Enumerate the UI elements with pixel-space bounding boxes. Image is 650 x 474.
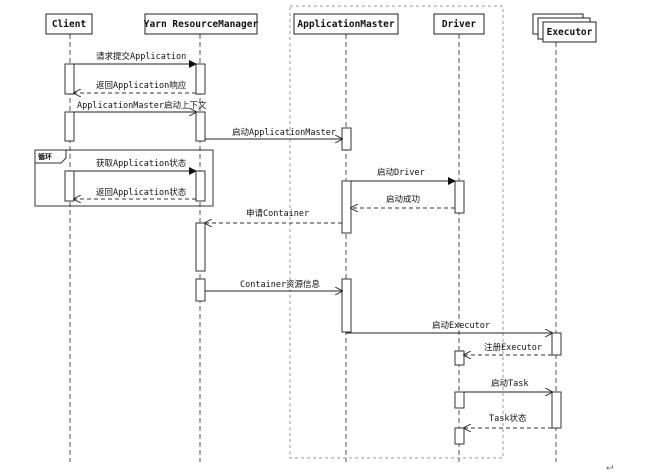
message-task-status: Task状态	[464, 413, 552, 428]
loop-frame-label: 循环	[38, 152, 52, 161]
message-container-resource-info: Container资源信息	[205, 279, 342, 291]
driver-activation-4	[454, 427, 465, 445]
executor-activation-2	[551, 391, 562, 429]
message-return-application-status-label: 返回Application状态	[96, 187, 187, 198]
driver-participant: Driver	[433, 13, 485, 35]
driver-activation-3	[454, 391, 465, 409]
message-start-executor-label: 启动Executor	[432, 320, 490, 331]
message-start-success: 启动成功	[351, 194, 455, 208]
message-start-task: 启动Task	[464, 378, 552, 392]
message-get-application-status: 获取Application状态	[74, 158, 197, 175]
yarn-rm-participant-label: Yarn ResourceManager	[144, 19, 259, 30]
message-container-resource-info-label: Container资源信息	[240, 279, 321, 290]
executor-participant-stack: E Executor	[532, 13, 597, 43]
message-start-task-label: 启动Task	[491, 378, 528, 389]
message-return-application-status: 返回Application状态	[74, 187, 196, 199]
app-master-activation-1	[341, 127, 352, 151]
message-return-application-response-label: 返回Application响应	[96, 80, 187, 91]
message-start-app-master-label: 启动ApplicationMaster	[232, 127, 336, 138]
message-request-container: 申请Container	[205, 208, 342, 223]
yarn-rm-activation-4	[195, 278, 206, 302]
message-am-start-context: ApplicationMaster启动上下文	[74, 100, 207, 112]
loop-frame: 循环	[34, 149, 214, 207]
yarn-rm-activation-3	[195, 222, 206, 272]
executor-activation-1	[551, 332, 562, 356]
driver-activation-2	[454, 350, 465, 366]
message-get-application-status-label: 获取Application状态	[96, 158, 187, 169]
yarn-rm-activation-2	[195, 111, 206, 142]
message-task-status-label: Task状态	[489, 413, 527, 424]
message-start-app-master: 启动ApplicationMaster	[205, 127, 342, 139]
yarn-rm-activation-1	[195, 63, 206, 95]
am-driver-group-frame	[289, 5, 504, 459]
message-submit-application: 请求提交Application	[74, 51, 197, 68]
message-register-executor-label: 注册Executor	[484, 342, 542, 353]
client-participant-label: Client	[52, 19, 86, 30]
message-start-executor: 启动Executor	[346, 320, 552, 333]
client-activation-2	[64, 111, 75, 142]
message-start-driver: 启动Driver	[351, 167, 456, 185]
client-activation-loop	[64, 170, 75, 202]
message-start-driver-label: 启动Driver	[377, 167, 425, 178]
app-master-activation-2	[341, 180, 352, 234]
driver-participant-label: Driver	[442, 19, 477, 30]
executor-participant-label: Executor	[547, 27, 593, 38]
message-register-executor: 注册Executor	[464, 342, 552, 355]
client-activation-1	[64, 63, 75, 95]
message-return-application-response: 返回Application响应	[74, 80, 196, 93]
client-participant: Client	[45, 13, 93, 35]
message-request-container-label: 申请Container	[246, 208, 309, 219]
message-start-success-label: 启动成功	[386, 194, 420, 205]
yarn-rm-activation-loop	[195, 170, 206, 202]
driver-activation-1	[454, 180, 465, 214]
app-master-participant-label: ApplicationMaster	[297, 19, 395, 30]
message-am-start-context-label: ApplicationMaster启动上下文	[77, 100, 207, 111]
yarn-rm-participant: Yarn ResourceManager	[144, 13, 259, 35]
app-master-participant: ApplicationMaster	[293, 13, 399, 35]
app-master-activation-3	[341, 278, 352, 333]
message-submit-application-label: 请求提交Application	[96, 51, 186, 62]
executor-stack-front-box	[542, 21, 597, 43]
return-mark-icon: ↵	[606, 459, 613, 473]
